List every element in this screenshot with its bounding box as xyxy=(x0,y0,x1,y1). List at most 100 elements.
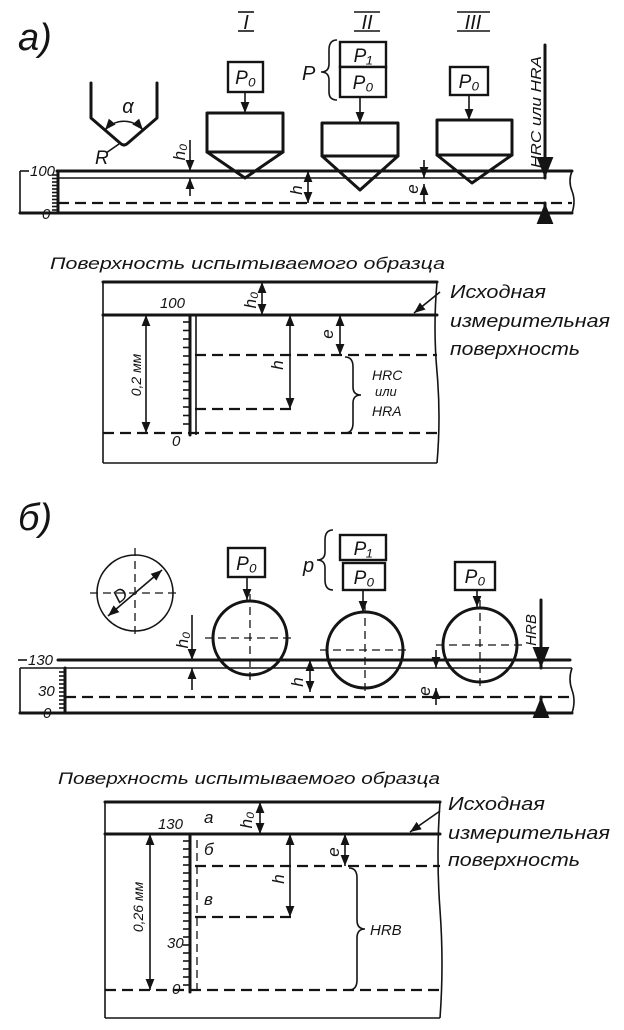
detail-scale-ticks-a xyxy=(183,321,190,425)
preload-box-b2 xyxy=(341,561,387,592)
ball-diameter-label: D xyxy=(109,583,132,607)
hardness-line-2-a: или xyxy=(375,384,397,399)
detail-title-a: Поверхность испытываемого образца xyxy=(50,254,445,273)
detail-h-label-a: h xyxy=(268,360,287,369)
preload-box-3 xyxy=(448,65,490,97)
scale-bottom-b: 0 xyxy=(43,705,52,722)
preload-label-3: P₀ xyxy=(459,72,480,93)
position-label-b: б xyxy=(204,840,215,859)
detail-e-label-b: e xyxy=(324,847,343,856)
cone-radius-label: R xyxy=(95,148,109,169)
total-load-brace-b xyxy=(316,529,334,591)
hardness-axis-label-a: HRC или HRA xyxy=(528,56,545,168)
residual-depth-dimension-b: e xyxy=(415,650,441,705)
cone-angle-label: α xyxy=(122,96,134,118)
panel-label-a: а) xyxy=(18,17,52,59)
detail-scale-bottom-b: 0 xyxy=(172,981,181,998)
scale-top-a: 100 xyxy=(30,163,56,180)
position-label-c: в xyxy=(204,890,213,909)
h0-label-b: h₀ xyxy=(173,632,192,649)
depth-span-label-a: 0,2 мм xyxy=(128,353,144,396)
panel-label-b: б) xyxy=(18,497,52,539)
position-label-a: а xyxy=(204,808,213,827)
hardness-axis-a: HRC или HRA xyxy=(528,43,554,224)
detail-h0-label-a: h₀ xyxy=(241,292,260,309)
hardness-line-3-a: HRA xyxy=(372,403,402,419)
detail-h-label-b: h xyxy=(269,874,288,883)
hardness-brace-b xyxy=(348,867,366,991)
preload-depth-dimension-a: h₀ xyxy=(170,140,195,196)
preload-label-b3: P₀ xyxy=(465,567,486,588)
specimen-a: 100 0 xyxy=(18,163,575,223)
stage-numeral-3-text: III xyxy=(465,12,482,34)
stage-numeral-1-text: I xyxy=(243,12,249,34)
cone-indenter-stage-1: P₀ xyxy=(205,60,285,180)
detail-hardness-label-b: HRB xyxy=(370,922,402,939)
scale-top-b: 130 xyxy=(28,652,54,669)
total-depth-dimension-b: h xyxy=(288,660,315,692)
preload-label-b1: P₀ xyxy=(236,554,257,575)
reference-line-3-b: поверхность xyxy=(448,850,580,870)
scale-bottom-a: 0 xyxy=(42,206,51,223)
residual-depth-dimension-a: e xyxy=(403,160,429,202)
hardness-axis-b: HRB xyxy=(523,598,550,718)
stage-numeral-2-text: II xyxy=(361,12,373,34)
main-load-label-b: P₁ xyxy=(354,539,373,560)
total-load-label-b: p xyxy=(302,555,314,577)
main-load-box-b xyxy=(338,533,388,562)
reference-line-1-b: Исходная xyxy=(448,794,545,814)
e-label-a: e xyxy=(403,184,422,193)
h-label-a: h xyxy=(287,185,306,194)
ball-diameter-sketch: D xyxy=(90,548,180,638)
total-load-brace xyxy=(320,39,338,101)
reference-line-1-a: Исходная xyxy=(450,282,546,302)
reference-line-2-a: измерительная xyxy=(450,311,610,331)
detail-h0-label-b: h₀ xyxy=(237,812,256,829)
stage-numeral-1: I xyxy=(238,11,254,34)
cone-indenter-stage-3: P₀ xyxy=(435,65,514,185)
preload-box-b3 xyxy=(453,560,497,592)
dial-scale-ticks-a xyxy=(52,174,58,211)
h0-label-a: h₀ xyxy=(170,144,189,161)
depth-span-label-b: 0,26 мм xyxy=(130,881,146,932)
cone-indenter-sketch: α R xyxy=(89,81,159,169)
hardness-axis-label-b: HRB xyxy=(523,614,540,646)
figure-a: а) I II III α R h₀ xyxy=(18,11,610,464)
main-load-box xyxy=(338,40,388,69)
hardness-line-1-a: HRC xyxy=(372,367,403,383)
figure-b: б) D h₀ P₀ p P₁ xyxy=(18,497,610,1019)
ball-indenter-stage-1: P₀ xyxy=(205,546,295,682)
reference-line-3-a: поверхность xyxy=(450,339,580,359)
detail-a: Поверхность испытываемого образца 100 0 … xyxy=(50,254,610,464)
h-label-b: h xyxy=(288,677,307,686)
stage-numeral-2: II xyxy=(354,11,380,34)
detail-b: Поверхность испытываемого образца 130 а … xyxy=(58,769,610,1019)
detail-scale-bottom-a: 0 xyxy=(172,433,181,450)
preload-label-1: P₀ xyxy=(235,68,256,89)
reference-leader-a xyxy=(413,291,441,314)
ball-indenter-stage-3: P₀ xyxy=(436,560,524,690)
specimen-b: 130 30 0 xyxy=(18,652,575,722)
detail-scale-ticks-b xyxy=(183,840,190,986)
ball-indenter-stage-2: p P₁ P₀ xyxy=(302,529,410,695)
preload-label-2: P₀ xyxy=(353,73,374,94)
detail-title-b: Поверхность испытываемого образца xyxy=(58,769,440,788)
reference-line-2-b: измерительная xyxy=(448,823,610,843)
preload-box-2 xyxy=(338,65,388,99)
scale-mid-b: 30 xyxy=(38,683,55,700)
total-load-label-a: P xyxy=(302,63,316,85)
main-load-label-a: P₁ xyxy=(354,46,373,67)
cone-indenter-stage-2: P P₁ P₀ xyxy=(302,39,400,192)
detail-scale-top-a: 100 xyxy=(160,295,186,312)
reference-leader-b xyxy=(409,810,441,833)
hardness-brace-a xyxy=(344,356,362,434)
preload-depth-dimension-b: h₀ xyxy=(173,615,197,690)
dial-scale-ticks-b xyxy=(59,671,65,709)
detail-scale-top-b: 130 xyxy=(158,816,184,833)
total-depth-dimension-a: h xyxy=(287,171,313,203)
detail-scale-mid-b: 30 xyxy=(167,935,184,952)
stage-numeral-3: III xyxy=(457,11,490,34)
detail-e-label-a: e xyxy=(318,329,337,338)
e-label-b: e xyxy=(415,686,434,695)
preload-label-b2: P₀ xyxy=(354,568,375,589)
